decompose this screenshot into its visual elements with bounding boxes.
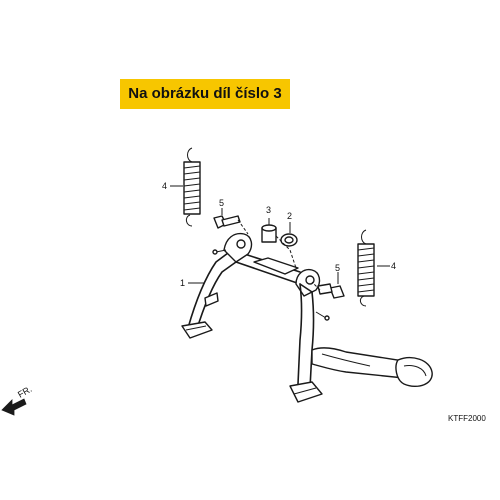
front-direction-arrow-icon: FR. xyxy=(1,384,34,416)
callout-3: 3 xyxy=(266,205,271,215)
callout-2: 2 xyxy=(287,211,292,221)
callout-1: 1 xyxy=(180,278,185,288)
bolt-icon-upper xyxy=(213,208,241,229)
bush-icon xyxy=(280,222,298,247)
main-stand-icon xyxy=(181,232,433,403)
assembly-guide-lines xyxy=(237,219,321,291)
leader-lines xyxy=(170,185,390,284)
bolt-icon-lower xyxy=(317,272,345,299)
spring-icon-left xyxy=(183,147,201,227)
callout-5-upper: 5 xyxy=(219,198,224,208)
callout-5-lower: 5 xyxy=(335,263,340,273)
front-direction-label: FR. xyxy=(16,384,34,400)
collar-icon xyxy=(261,218,277,243)
callout-4-right: 4 xyxy=(391,261,396,271)
spring-icon-right xyxy=(357,229,375,307)
callout-4-left: 4 xyxy=(162,181,167,191)
part-number-banner: Na obrázku díl číslo 3 xyxy=(120,79,290,109)
diagram-code: KTFF2000 xyxy=(448,414,486,423)
